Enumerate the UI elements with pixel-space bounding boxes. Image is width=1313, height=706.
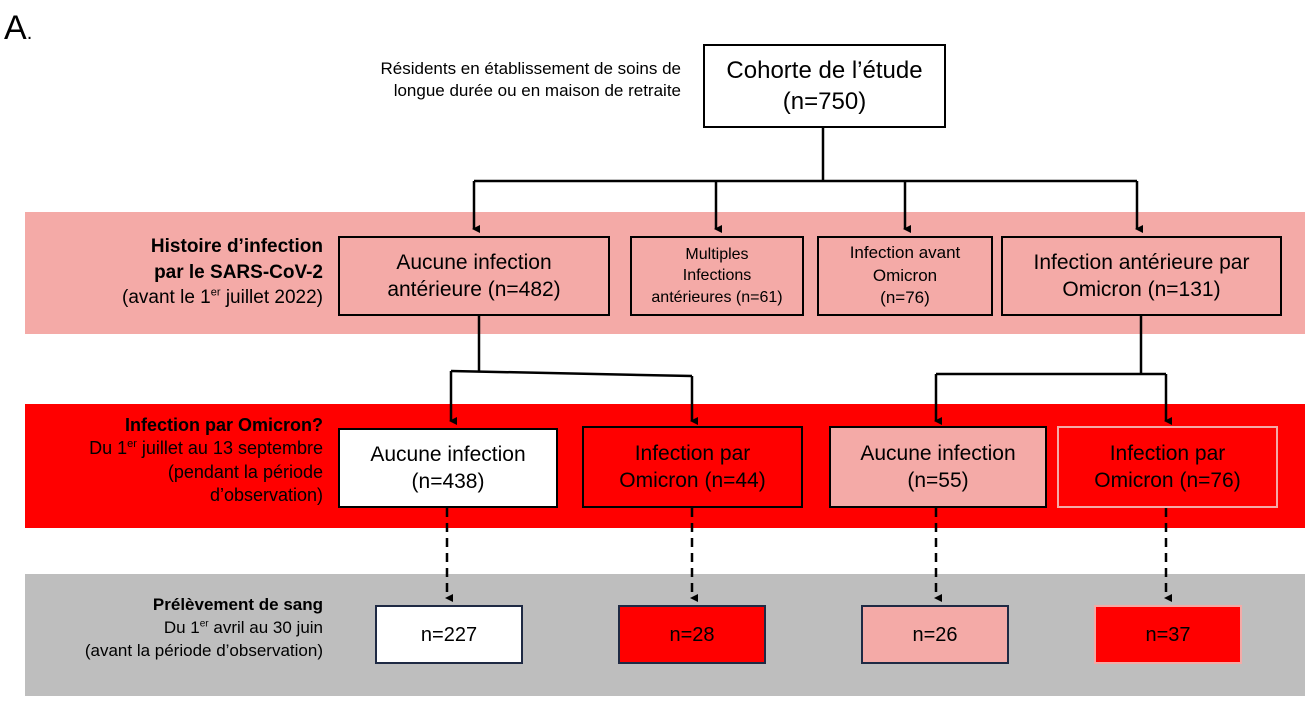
box-line: n=28 — [669, 623, 715, 646]
box-line: (n=438) — [411, 470, 485, 493]
box-blood-26: n=26 — [861, 605, 1009, 664]
box-line: antérieure (n=482) — [387, 278, 561, 301]
box-multiple-prior-infections: Multiples Infections antérieures (n=61) — [630, 236, 804, 316]
box-line: Infection avant — [849, 242, 961, 262]
row2-label-line1: Infection par Omicron? — [124, 415, 323, 435]
box-line: Infections — [682, 267, 752, 285]
cohort-box: Cohorte de l’étude (n=750) — [703, 44, 946, 128]
box-line: Aucune infection — [396, 250, 552, 274]
box-omicron-infection-44: Infection par Omicron (n=44) — [582, 426, 803, 508]
box-blood-37: n=37 — [1094, 605, 1242, 664]
row1-label-line3: (avant le 1er juillet 2022) — [122, 286, 323, 309]
box-line: Infection par — [634, 441, 751, 465]
box-line: n=37 — [1145, 623, 1191, 646]
box-line: n=227 — [420, 623, 478, 646]
box-line: (n=55) — [907, 469, 969, 492]
cohort-count: (n=750) — [782, 88, 867, 115]
box-line: Infection antérieure par — [1033, 250, 1250, 274]
row1-label-line1: Histoire d’infection — [150, 236, 323, 257]
box-line: Aucune infection — [370, 442, 526, 466]
box-line: Infection par — [1109, 441, 1226, 465]
panel-letter-dot: . — [26, 22, 33, 44]
box-line: (n=76) — [880, 288, 930, 308]
box-no-infection-55: Aucune infection (n=55) — [829, 426, 1047, 508]
box-line: antérieures (n=61) — [651, 288, 783, 306]
cohort-note-line1: Résidents en établissement de soins de — [380, 59, 681, 78]
row2-label-line2: Du 1er juillet au 13 septembre — [89, 438, 323, 459]
cohort-note-line2: longue durée ou en maison de retraite — [393, 81, 681, 101]
box-line: n=26 — [912, 623, 958, 646]
box-line: Multiples — [685, 245, 749, 263]
box-line: Aucune infection — [860, 441, 1016, 465]
row3-label-line3: (avant la période d’observation) — [84, 640, 323, 660]
row1-label: Histoire d’infection par le SARS-CoV-2 (… — [122, 234, 323, 311]
panel-label: A. — [4, 6, 32, 50]
box-no-infection-438: Aucune infection (n=438) — [338, 428, 558, 508]
row3-label-line1: Prélèvement de sang — [152, 595, 323, 614]
box-no-prior-infection: Aucune infection antérieure (n=482) — [338, 236, 610, 316]
row2-label: Infection par Omicron? Du 1er juillet au… — [89, 414, 323, 508]
row2-label-line3: (pendant la période — [167, 461, 323, 482]
box-blood-227: n=227 — [375, 605, 523, 664]
row1-label-line2: par le SARS-CoV-2 — [154, 261, 323, 283]
row2-label-line4: d’observation) — [209, 485, 323, 506]
box-prior-omicron-infection: Infection antérieure par Omicron (n=131) — [1001, 236, 1282, 316]
box-blood-28: n=28 — [618, 605, 766, 664]
box-line: Omicron (n=44) — [619, 469, 766, 492]
box-line: Omicron (n=76) — [1094, 469, 1241, 492]
box-line: Omicron — [872, 265, 938, 285]
box-omicron-infection-76: Infection par Omicron (n=76) — [1057, 426, 1278, 508]
cohort-note: Résidents en établissement de soins de l… — [380, 58, 681, 102]
row3-label-line2: Du 1er avril au 30 juin — [163, 617, 323, 637]
panel-letter: A — [4, 9, 27, 47]
cohort-title: Cohorte de l’étude — [726, 56, 923, 84]
row3-label: Prélèvement de sang Du 1er avril au 30 j… — [85, 594, 323, 663]
box-line: Omicron (n=131) — [1062, 278, 1221, 301]
box-infection-before-omicron: Infection avant Omicron (n=76) — [817, 236, 993, 316]
